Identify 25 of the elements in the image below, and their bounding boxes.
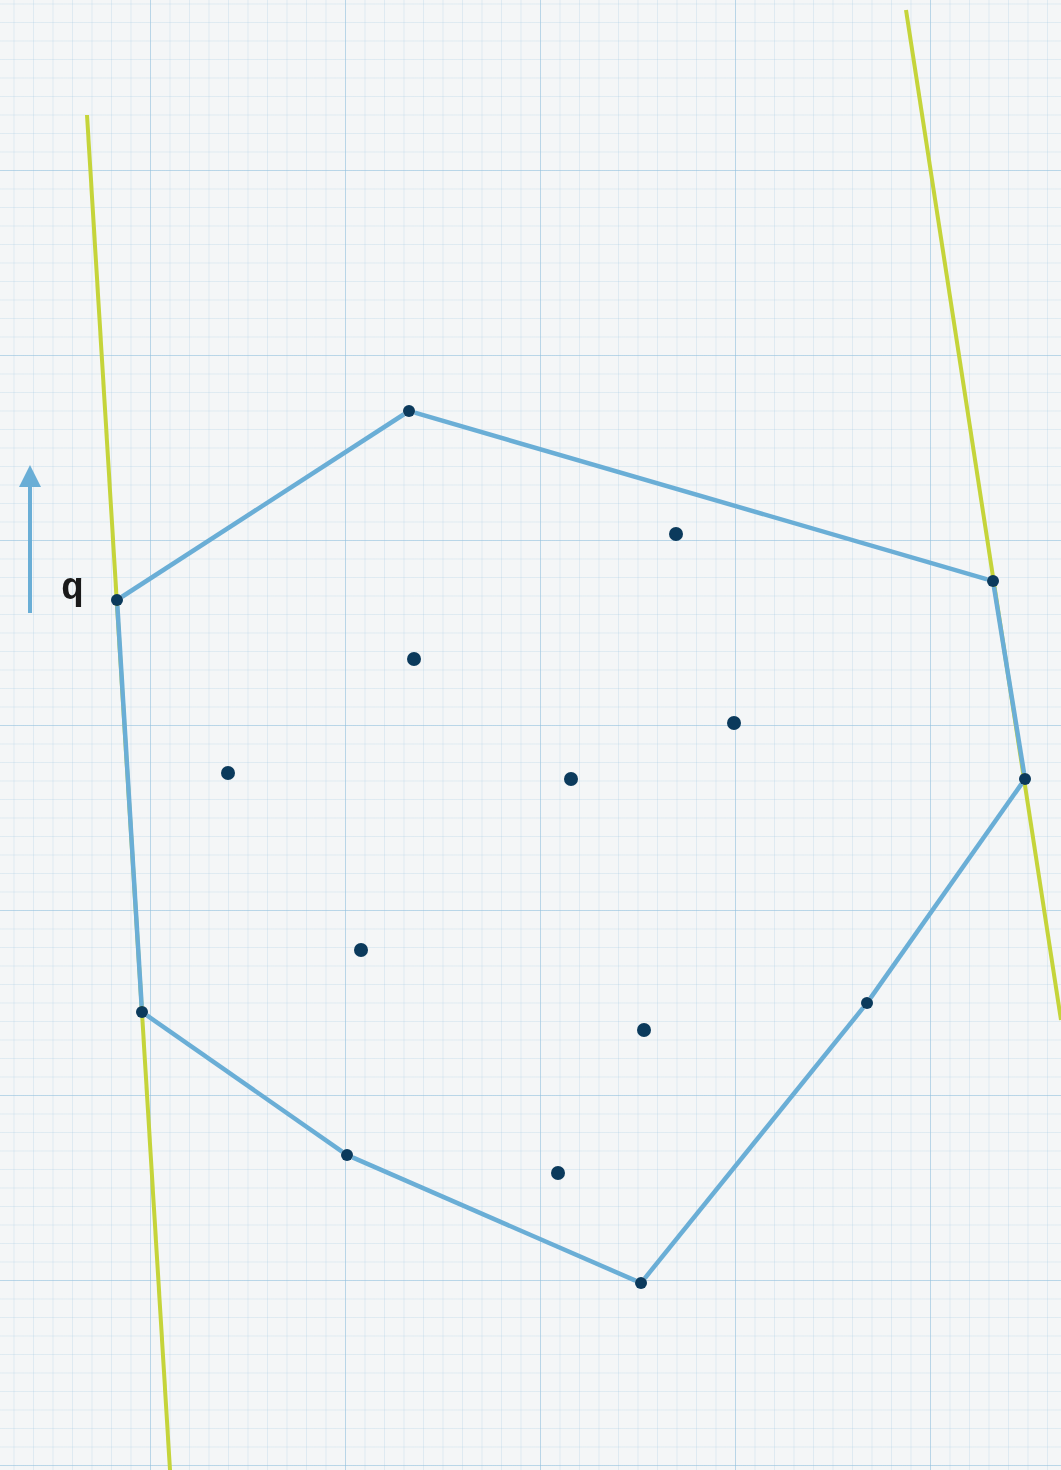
hull-edge: [868, 782, 1024, 1000]
point-marker: [1019, 773, 1031, 785]
point-marker: [637, 1023, 651, 1037]
hull-edge: [145, 1013, 344, 1154]
hull-edge: [643, 1006, 865, 1280]
point-marker: [861, 997, 873, 1009]
point-marker: [136, 1006, 148, 1018]
point-marker: [669, 527, 683, 541]
point-marker: [407, 652, 421, 666]
point-marker: [111, 594, 123, 606]
point-marker: [354, 943, 368, 957]
point-marker: [551, 1166, 565, 1180]
hull-edge: [991, 586, 1027, 774]
hull-edge: [414, 410, 988, 582]
point-label: q: [61, 570, 84, 608]
point-marker: [635, 1277, 647, 1289]
point-marker: [564, 772, 578, 786]
hull-edge: [115, 605, 144, 1007]
point-marker: [403, 405, 415, 417]
point-marker: [221, 766, 235, 780]
hull-edge: [351, 1155, 637, 1283]
point-marker: [341, 1149, 353, 1161]
point-marker: [727, 716, 741, 730]
point-marker: [987, 575, 999, 587]
hull-edge: [120, 412, 406, 599]
